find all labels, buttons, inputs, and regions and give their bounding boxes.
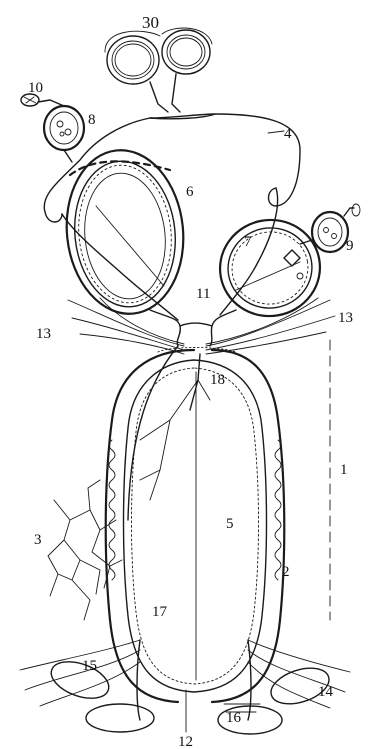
label-15: 15: [82, 658, 97, 674]
label-3: 3: [34, 532, 42, 548]
label-14: 14: [318, 684, 334, 700]
label-9: 9: [346, 238, 354, 254]
label-1: 1: [340, 462, 348, 478]
label-18: 18: [210, 372, 225, 388]
label-8: 8: [88, 112, 96, 128]
main-elongated-sac: [106, 348, 285, 703]
label-12: 12: [178, 734, 193, 749]
duct-network: [44, 114, 300, 320]
upper-ligaments: [68, 298, 335, 354]
label-30: 30: [142, 13, 159, 32]
small-capsule-left: [21, 94, 84, 162]
lower-ligaments: [20, 640, 350, 720]
label-4: 4: [284, 126, 292, 142]
label-7: 7: [244, 234, 252, 250]
label-17: 17: [152, 604, 168, 620]
paired-rings-structure: [105, 28, 212, 112]
label-2: 2: [282, 564, 290, 580]
label-5: 5: [226, 516, 234, 532]
label-11: 11: [196, 286, 210, 302]
label-6: 6: [186, 184, 194, 200]
label-13-right: 13: [338, 310, 353, 326]
label-13-left: 13: [36, 326, 51, 342]
label-10: 10: [28, 80, 43, 96]
branching-vessels: [128, 346, 210, 520]
large-oval-left: [59, 144, 192, 319]
oval-right: [212, 212, 327, 324]
label-16: 16: [226, 710, 242, 726]
diagram-labels: 30 10 8 4 6 7 9 11 13 13 18 1 5 3 2 17 1…: [28, 13, 354, 749]
